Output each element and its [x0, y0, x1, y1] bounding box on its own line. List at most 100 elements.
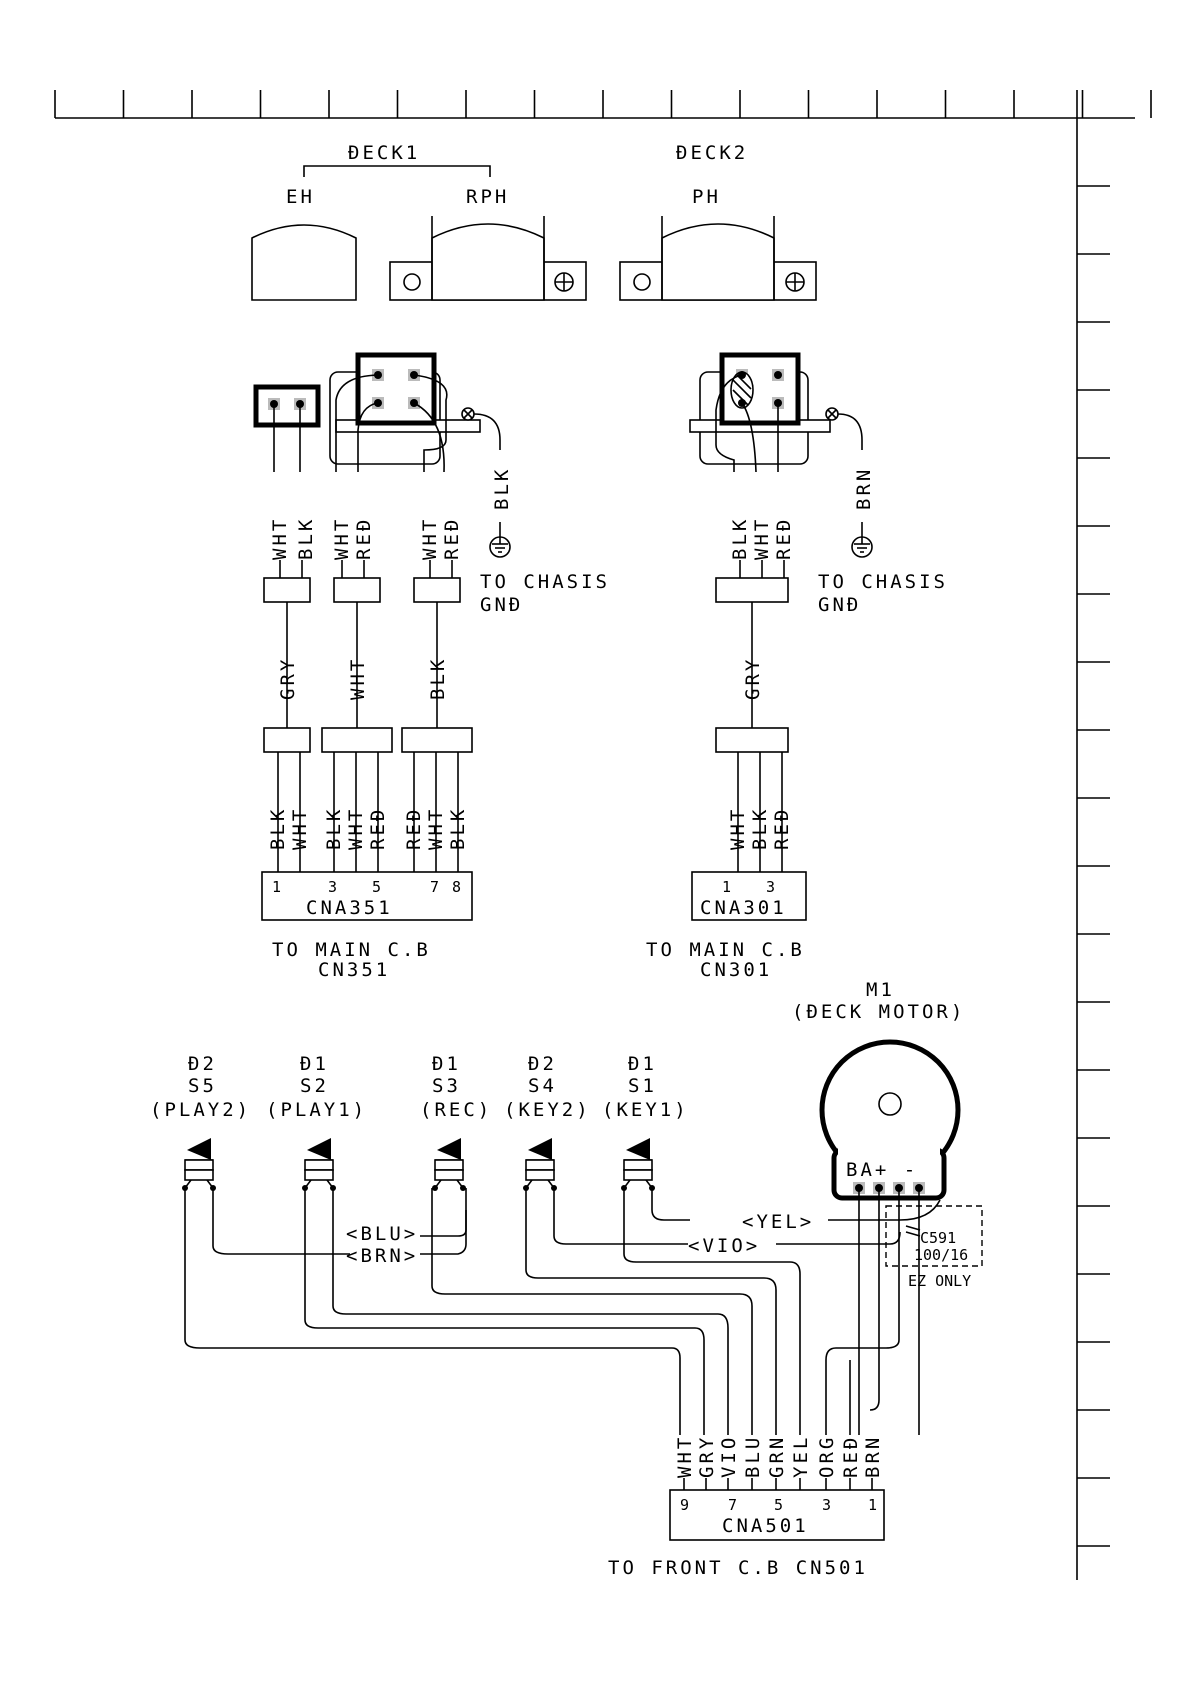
- ph-label: PH: [692, 186, 721, 208]
- gnd-label-2: GNĐ: [818, 594, 861, 616]
- motor-terminals: BA+ -: [846, 1159, 918, 1181]
- cna351-dest: TO MAIN C.B: [272, 939, 431, 961]
- leaf-switch-body: [302, 1138, 336, 1191]
- blu-wire-label: <BLU>: [346, 1223, 418, 1245]
- screw-icon: [403, 273, 421, 291]
- cna301-name: CNA301: [700, 897, 787, 919]
- deck2-title: ĐECK2: [676, 142, 748, 164]
- lower-stubs: [277, 752, 783, 872]
- wire-label: YEL: [790, 1435, 812, 1478]
- switch-name: (REC): [420, 1099, 492, 1121]
- eh-head: [251, 224, 357, 301]
- pin-number: 3: [766, 878, 775, 896]
- wire-label: BLK: [427, 657, 449, 700]
- gnd-label-1: GNĐ: [480, 594, 523, 616]
- switch-name: (KEY2): [504, 1099, 591, 1121]
- motor-shaft-icon: [878, 1092, 902, 1116]
- wire-label: GRN: [766, 1435, 788, 1478]
- pin-number: 1: [868, 1496, 877, 1514]
- switch-deck: Đ2: [188, 1053, 217, 1075]
- eh-plug: [253, 384, 321, 428]
- switch-deck: Đ2: [528, 1053, 557, 1075]
- cna351-connector: 1 3 5 7 8 CNA351 TO MAIN C.B CN351: [261, 871, 473, 981]
- rph-head: [431, 223, 545, 301]
- cna501-connector: 9 7 5 3 1 CNA501 TO FRONT C.B CN501: [608, 1489, 885, 1579]
- chasis-label-2: TO CHASIS: [818, 571, 948, 593]
- wire-label: WHT: [419, 517, 441, 560]
- cap-value: 100/16: [914, 1246, 968, 1264]
- leaf-switch-body: [523, 1138, 557, 1191]
- deck2-head-plugs: [689, 352, 863, 473]
- motor-name: (ĐECK MOTOR): [792, 1001, 965, 1023]
- wire-label: BLU: [742, 1435, 764, 1478]
- screw-icon: [633, 273, 651, 291]
- lower-harness: <BLU> <BRN> <YEL> <VIO>: [184, 1188, 941, 1435]
- vio-wire-label: <VIO>: [688, 1235, 760, 1257]
- pin-number: 9: [680, 1496, 689, 1514]
- switch-deck: Đ1: [628, 1053, 657, 1075]
- pin-number: 7: [430, 878, 439, 896]
- wire-label: GRY: [742, 657, 764, 700]
- cna501-name: CNA501: [722, 1515, 809, 1537]
- cna501-dest: TO FRONT C.B CN501: [608, 1557, 868, 1579]
- switch-ref: S5: [188, 1075, 217, 1097]
- rph-plug: [355, 352, 437, 426]
- switch-ref: S3: [432, 1075, 461, 1097]
- ez-only-note: EZ ONLY: [908, 1272, 971, 1290]
- cna351-wire-labels: BLK WHT BLK WHT REĐ REĐ WHT BLK: [267, 807, 469, 850]
- switch-ref: S4: [528, 1075, 557, 1097]
- wire-label: BRN: [862, 1435, 884, 1478]
- motor-ref: M1: [866, 979, 895, 1001]
- wire-label: WHT: [674, 1435, 696, 1478]
- pin-number: 5: [372, 878, 381, 896]
- wire-label: REĐ: [840, 1435, 862, 1478]
- wire-label: BRN: [853, 467, 875, 510]
- cna351-dest-ref: CN351: [318, 959, 390, 981]
- cna301-dest: TO MAIN C.B: [646, 939, 805, 961]
- wire-label: VIO: [718, 1435, 740, 1478]
- wire-label: WHT: [751, 517, 773, 560]
- pin-number: 1: [722, 878, 731, 896]
- cap-ref: C591: [920, 1229, 956, 1247]
- eh-label: EH: [286, 186, 315, 208]
- pin-number: 1: [272, 878, 281, 896]
- wire-label: WHT: [347, 657, 369, 700]
- wire-label: GRY: [277, 657, 299, 700]
- pin-number: 5: [774, 1496, 783, 1514]
- switch-name: (KEY1): [602, 1099, 689, 1121]
- deck1-heads: ĐECK1 EH RPH: [251, 142, 587, 301]
- chasis-label-1: TO CHASIS: [480, 571, 610, 593]
- wire-label: REĐ: [441, 517, 463, 560]
- switch-deck: Đ1: [432, 1053, 461, 1075]
- pin-number: 7: [728, 1496, 737, 1514]
- leaf-switch-body: [182, 1138, 216, 1191]
- cna351-name: CNA351: [306, 897, 393, 919]
- wire-label: ORG: [816, 1435, 838, 1478]
- brn-wire-label: <BRN>: [346, 1245, 418, 1267]
- ph-head: [661, 223, 775, 301]
- deck1-title: ĐECK1: [348, 142, 420, 164]
- wire-label: GRY: [696, 1435, 718, 1478]
- deck-motor: M1 (ĐECK MOTOR) BA+ - C591 100/16 EZ ONL…: [792, 979, 983, 1290]
- wire-label: WHT: [331, 517, 353, 560]
- switch-ref: S1: [628, 1075, 657, 1097]
- switch-name: (PLAY2): [150, 1099, 251, 1121]
- deck1-head-plugs: [253, 352, 501, 473]
- cna301-connector: 1 3 CNA301 TO MAIN C.B CN301: [646, 871, 807, 981]
- head-wire-labels: WHT BLK WHT REĐ WHT REĐ BLK BLK WHT REĐ …: [263, 467, 875, 753]
- frame-ruler: [54, 90, 1152, 1580]
- cna301-dest-ref: CN301: [700, 959, 772, 981]
- leaf-switch-body: [621, 1138, 655, 1191]
- wire-label: REĐ: [773, 517, 795, 560]
- switch-deck: Đ1: [300, 1053, 329, 1075]
- wire-label: REĐ: [353, 517, 375, 560]
- switch-name: (PLAY1): [266, 1099, 367, 1121]
- deck2-heads: ĐECK2 PH: [619, 142, 817, 301]
- wire-label: BLK: [491, 467, 513, 510]
- wire-label: BLK: [295, 517, 317, 560]
- pin-number: 3: [328, 878, 337, 896]
- leaf-switch-body: [432, 1138, 466, 1191]
